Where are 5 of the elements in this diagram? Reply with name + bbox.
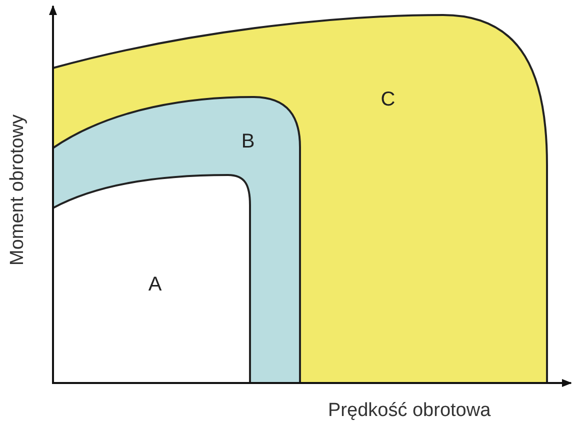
region-label: C	[380, 88, 396, 112]
region-label: B	[241, 130, 255, 154]
axis-title: Moment obrotowy	[7, 114, 29, 266]
region-label: A	[148, 274, 162, 296]
axis-title: Prędkość obrotowa	[328, 400, 491, 422]
